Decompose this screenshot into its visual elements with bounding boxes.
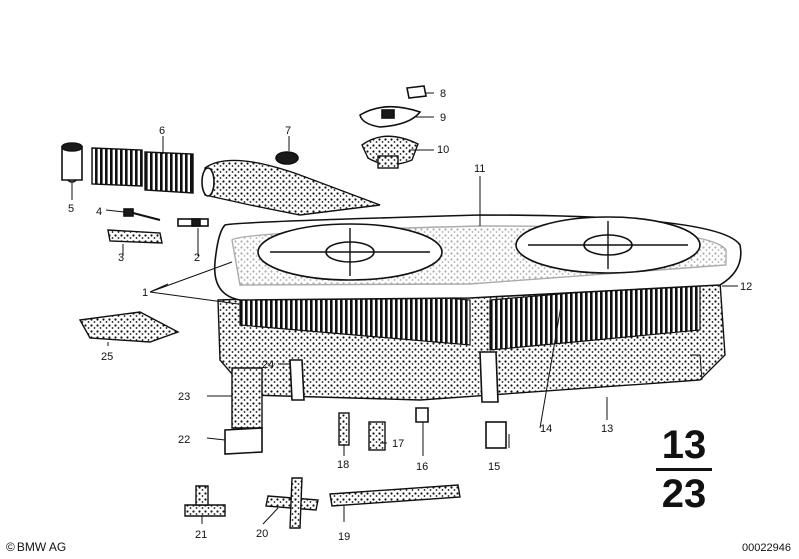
callout-11: 11 [474,163,485,175]
nut-part-16 [415,407,429,423]
ring-part-22 [224,427,263,455]
callout-7: 7 [285,125,291,137]
copyright-notice: © BMW AG [6,540,66,554]
air-filter-housing [213,214,742,403]
callout-17: 17 [392,438,404,450]
group-number: 13 23 [652,424,716,515]
group-divider [656,468,712,471]
group-main-number: 13 [661,423,707,467]
valve-part-18 [338,412,350,446]
intake-hose-part-6 [91,147,194,194]
callout-20: 20 [256,528,268,540]
group-sub-number: 23 [661,472,707,516]
callout-24: 24 [262,359,274,371]
bracket-part-3 [107,229,163,244]
copyright-symbol: © [6,540,15,554]
callout-9: 9 [440,112,446,124]
plate-part-9 [359,105,422,128]
callout-15: 15 [488,461,500,473]
bracket-part-25 [78,311,180,343]
callout-22: 22 [178,434,190,446]
callout-1: 1 [142,287,148,299]
callout-18: 18 [337,459,349,471]
sleeve-part-17 [368,421,386,451]
cross-part-20 [265,477,319,529]
bolt-part-4 [123,208,161,221]
intake-ring-part-5 [61,142,83,183]
callout-13: 13 [601,423,613,435]
callout-21: 21 [195,529,207,541]
callout-labels: 1 2 3 4 5 6 7 8 9 10 11 12 13 14 15 16 1… [68,88,752,543]
intake-snorkel-housing [201,159,381,216]
callout-8: 8 [440,88,446,100]
hose-part-19 [329,484,461,507]
callout-6: 6 [159,125,165,137]
cap-part-7 [275,151,299,165]
callout-5: 5 [68,203,74,215]
leader-lines [71,92,738,525]
callout-25: 25 [101,351,113,363]
callout-14: 14 [540,423,552,435]
callout-10: 10 [437,144,449,156]
sleeve-part-15 [485,421,507,449]
callout-2: 2 [194,252,200,264]
image-number: 00022946 [742,542,791,554]
callout-12: 12 [740,281,752,293]
callout-19: 19 [338,531,350,543]
tee-part-21 [184,485,226,517]
callout-3: 3 [118,252,124,264]
sensor-part-10 [361,135,419,169]
callout-16: 16 [416,461,428,473]
copyright-owner: BMW AG [16,540,67,554]
callout-23: 23 [178,391,190,403]
pin-part-2 [177,218,209,227]
clip-part-8 [406,85,427,99]
callout-4: 4 [96,206,102,218]
pipe-part-23 [231,367,263,429]
